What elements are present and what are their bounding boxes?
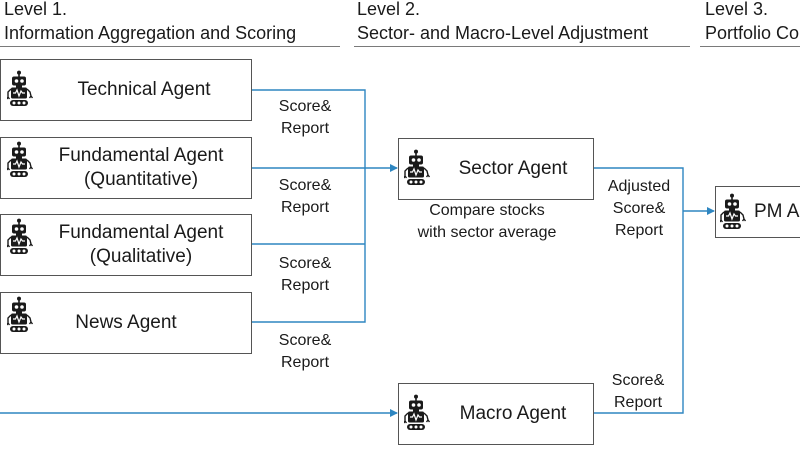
news-agent-name: News Agent (75, 312, 177, 333)
level-1-divider (0, 46, 340, 47)
news-agent-label: News Agent (1, 293, 251, 353)
edge-label-fund-qual: Score&Report (278, 255, 332, 294)
technical-agent-name: Technical Agent (77, 79, 211, 100)
robot-icon (720, 193, 750, 231)
robot-icon (7, 70, 37, 108)
edge-label-fund-quant: Score&Report (278, 177, 332, 216)
level-1-title: Information Aggregation and Scoring (4, 23, 297, 43)
robot-icon (404, 149, 434, 187)
technical-agent-box[interactable]: Technical Agent (0, 59, 252, 121)
pm-agent-label: PM A (754, 187, 800, 237)
level-1-number: Level 1. (4, 0, 68, 19)
edge-label-technical: Score&Report (278, 98, 332, 137)
wire-news (251, 168, 366, 323)
level-2-divider (354, 46, 690, 47)
level-3-title: Portfolio Co (705, 23, 800, 43)
robot-icon (404, 394, 434, 432)
level-2-title: Sector- and Macro-Level Adjustment (357, 23, 649, 43)
sector-agent-box[interactable]: Sector Agent (398, 138, 594, 200)
technical-agent-label: Technical Agent (37, 60, 251, 120)
level-2-number: Level 2. (357, 0, 421, 19)
level-1-header: Level 1. Information Aggregation and Sco… (4, 0, 296, 45)
fundamental-qual-agent-label: Fundamental Agent (Qualitative) (31, 215, 251, 275)
pm-agent-name: PM A (754, 201, 800, 222)
level-3-header: Level 3. Portfolio Co (705, 0, 799, 45)
edge-label-macro-out: Score&Report (611, 372, 665, 411)
level-3-number: Level 3. (705, 0, 769, 19)
news-agent-box[interactable]: News Agent (0, 292, 252, 354)
fundamental-quant-agent-label: Fundamental Agent (Quantitative) (31, 138, 251, 198)
wire-technical (251, 89, 366, 168)
fundamental-quant-agent-name: Fundamental Agent (58, 145, 224, 166)
macro-agent-label: Macro Agent (433, 384, 593, 444)
level-3-divider (700, 46, 800, 47)
fundamental-qual-agent-box[interactable]: Fundamental Agent (Qualitative) (0, 214, 252, 276)
fundamental-qual-agent-subtitle: (Qualitative) (89, 246, 193, 267)
macro-agent-box[interactable]: Macro Agent (398, 383, 594, 445)
fundamental-quant-agent-box[interactable]: Fundamental Agent (Quantitative) (0, 137, 252, 199)
fundamental-quant-agent-subtitle: (Quantitative) (83, 169, 199, 190)
level-2-header: Level 2. Sector- and Macro-Level Adjustm… (357, 0, 648, 45)
pm-agent-box[interactable]: PM A (715, 186, 800, 238)
macro-agent-name: Macro Agent (459, 403, 567, 424)
wire-macro-out (594, 211, 684, 414)
wire-sector-out (594, 167, 684, 211)
edge-label-news: Score&Report (278, 332, 332, 371)
sector-agent-name: Sector Agent (458, 158, 568, 179)
sector-agent-label: Sector Agent (433, 139, 593, 199)
fundamental-qual-agent-name: Fundamental Agent (58, 222, 224, 243)
